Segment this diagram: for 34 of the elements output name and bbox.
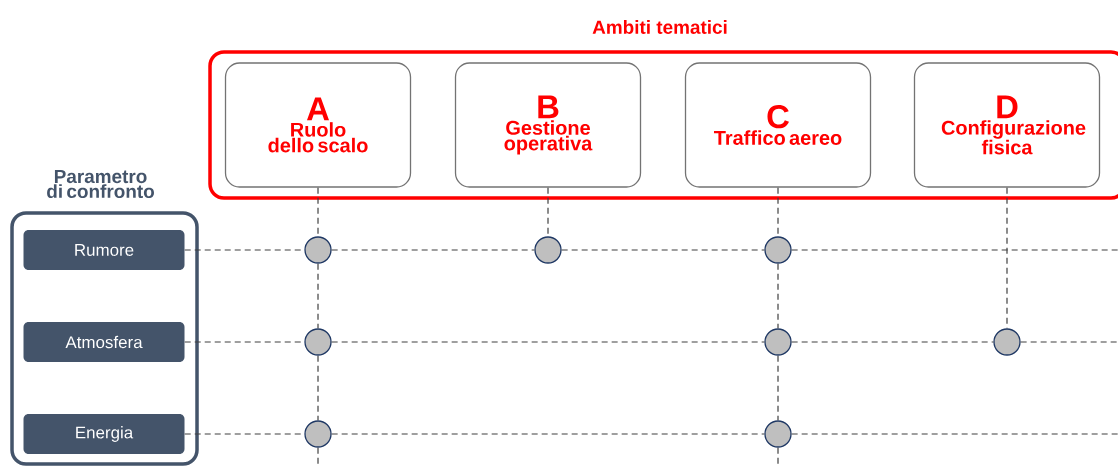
connector-line	[331, 341, 765, 343]
parameter-box: Energia	[23, 414, 185, 454]
connector-line	[547, 187, 549, 237]
connector-line	[777, 355, 779, 421]
marker-circle	[993, 328, 1021, 356]
connector-line	[791, 433, 1118, 435]
node-label: Ambiti tematici	[592, 20, 727, 34]
connector-line	[317, 355, 319, 421]
connector-line	[331, 433, 765, 435]
connector-line	[317, 263, 319, 329]
marker-circle	[304, 328, 332, 356]
marker-circle	[304, 420, 332, 448]
connector-line	[791, 341, 994, 343]
connector-line	[331, 249, 535, 251]
category-box: A Ruolo dello scalo	[224, 62, 412, 188]
connector-line	[317, 447, 319, 466]
parameter-box: Rumore	[23, 230, 185, 270]
connector-line	[791, 249, 1118, 251]
marker-circle	[764, 328, 792, 356]
node-label: Parametro di confronto	[47, 169, 154, 199]
connector-line	[777, 447, 779, 466]
parameter-box: Atmosfera	[23, 322, 185, 362]
category-box: C Traffico aereo	[684, 62, 872, 188]
category-box: D Configurazione fisica	[913, 62, 1101, 188]
category-box: B Gestione operativa	[454, 62, 642, 188]
connector-line	[777, 187, 779, 237]
connector-line	[777, 263, 779, 329]
marker-circle	[304, 236, 332, 264]
connector-line	[317, 187, 319, 237]
connector-line	[1020, 341, 1118, 343]
connector-line	[561, 249, 765, 251]
marker-circle	[764, 236, 792, 264]
marker-circle	[534, 236, 562, 264]
marker-circle	[764, 420, 792, 448]
